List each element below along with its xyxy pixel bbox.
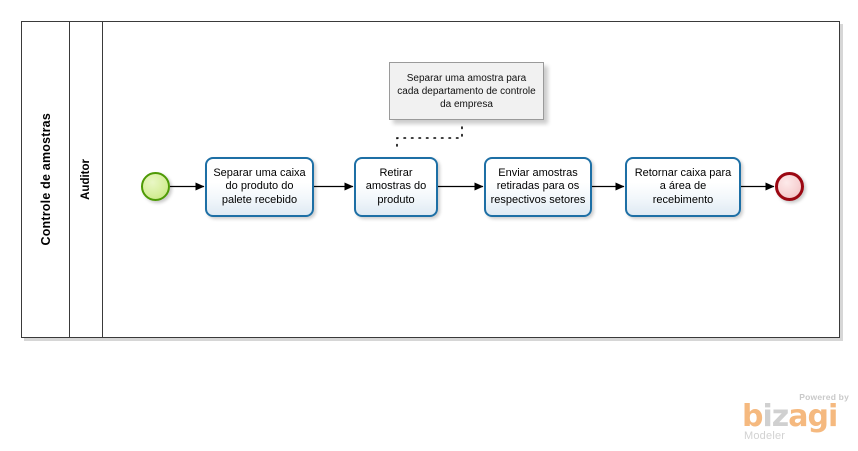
bizagi-logo-b: b <box>742 399 764 434</box>
annotation-label: Separar uma amostra para cada departamen… <box>397 72 536 110</box>
task-label: Enviar amostras retiradas para os respec… <box>490 166 586 206</box>
lane-header-auditor[interactable]: Auditor <box>70 22 103 337</box>
task-label: Separar uma caixa do produto do palete r… <box>213 166 306 206</box>
task-separar-caixa[interactable]: Separar uma caixa do produto do palete r… <box>205 157 314 217</box>
start-event[interactable] <box>141 172 170 201</box>
bizagi-product-label: Modeler <box>744 430 786 442</box>
text-annotation[interactable]: Separar uma amostra para cada departamen… <box>389 62 544 120</box>
pool-header[interactable]: Controle de amostras <box>22 22 70 337</box>
bizagi-logo-iz: iz <box>762 399 789 434</box>
task-label: Retornar caixa para a área de recebiment… <box>634 166 732 206</box>
bizagi-logo-text: bizagi <box>742 399 838 434</box>
task-retornar-caixa[interactable]: Retornar caixa para a área de recebiment… <box>625 157 741 217</box>
bizagi-logo-agi: agi <box>788 399 838 434</box>
powered-by-label: Powered by <box>799 392 849 402</box>
association-note-to-task2[interactable] <box>396 126 463 149</box>
task-label: Retirar amostras do produto <box>365 166 427 206</box>
bizagi-watermark: Powered by bizagi Modeler <box>742 392 850 444</box>
end-event[interactable] <box>775 172 804 201</box>
task-enviar-amostras[interactable]: Enviar amostras retiradas para os respec… <box>484 157 592 217</box>
task-retirar-amostras[interactable]: Retirar amostras do produto <box>354 157 438 217</box>
